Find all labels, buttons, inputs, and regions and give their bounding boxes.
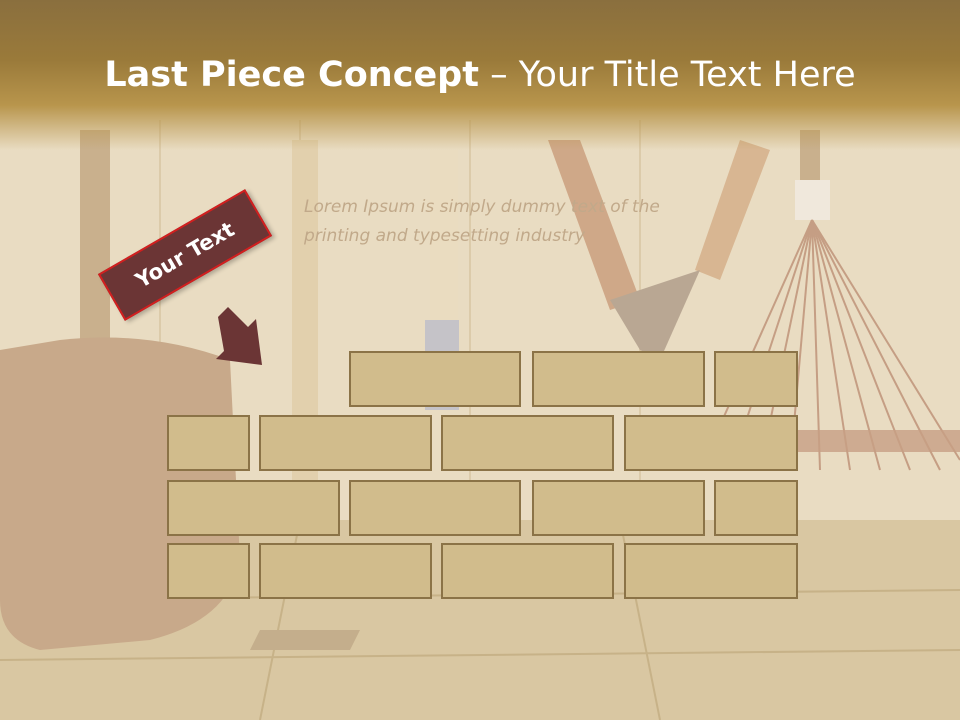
brick[interactable] [714,480,798,536]
brick[interactable] [532,351,705,407]
slide-title: Last Piece Concept – Your Title Text Her… [0,52,960,98]
brick[interactable] [167,415,250,471]
title-bold: Last Piece Concept [104,55,479,95]
brick[interactable] [441,543,614,599]
brick[interactable] [167,480,340,536]
brick[interactable] [624,543,798,599]
brick[interactable] [259,543,432,599]
title-rest: – Your Title Text Here [490,55,856,95]
brick[interactable] [532,480,705,536]
down-right-arrow-icon [216,307,262,365]
brick[interactable] [349,480,521,536]
brick[interactable] [441,415,614,471]
brick[interactable] [714,351,798,407]
brick[interactable] [349,351,521,407]
brick[interactable] [624,415,798,471]
body-text: Lorem Ipsum is simply dummy text of the … [304,197,660,246]
brick[interactable] [259,415,432,471]
brick[interactable] [167,543,250,599]
header-band [0,0,960,150]
